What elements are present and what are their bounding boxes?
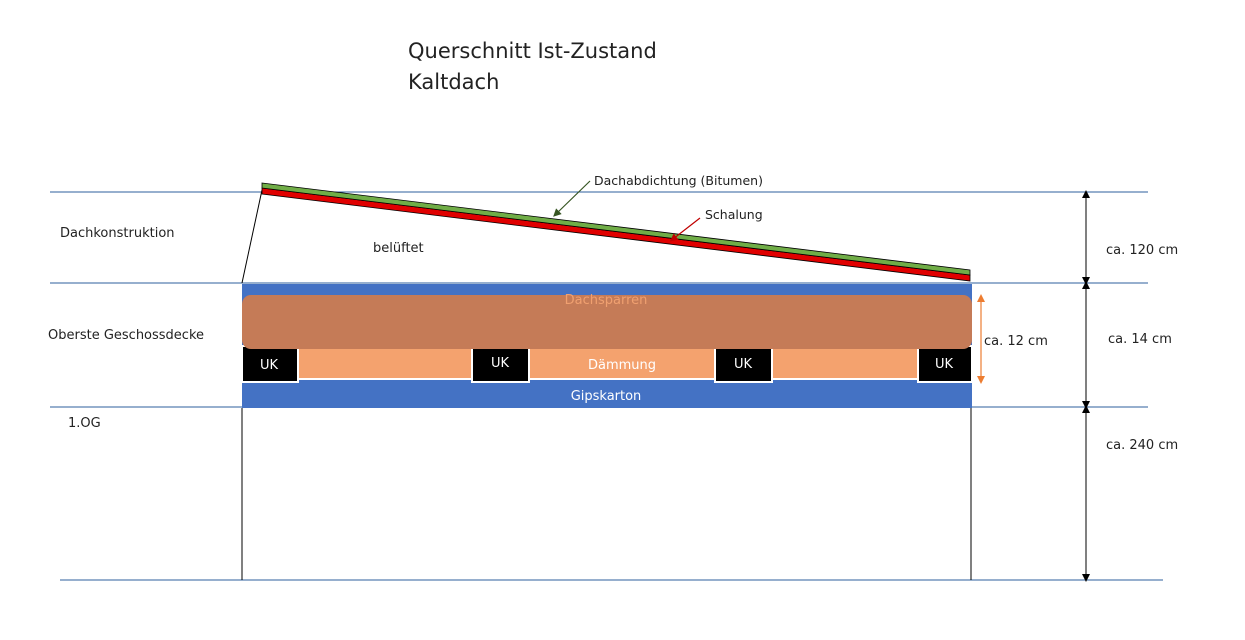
uk-block-3 [714, 345, 773, 383]
insulation-depth-label: ca. 12 cm [984, 334, 1048, 349]
roof-dimension-label: ca. 120 cm [1106, 243, 1178, 258]
ceiling-dimension-label: ca. 14 cm [1108, 332, 1172, 347]
title-line-1: Querschnitt Ist-Zustand [408, 39, 657, 63]
uk-label-4: UK [935, 357, 954, 372]
rafter-label: Dachsparren [565, 293, 648, 308]
zone-label-roof: Dachkonstruktion [60, 226, 175, 241]
uk-label-2: UK [491, 356, 510, 371]
ventilated-label: belüftet [373, 241, 424, 256]
zone-label-ceiling: Oberste Geschossdecke [48, 328, 204, 343]
uk-block-2 [471, 345, 530, 383]
zone-label-floor: 1.OG [68, 416, 101, 431]
insulation-strip-1 [297, 345, 473, 380]
uk-label-3: UK [734, 357, 753, 372]
roof-membrane [261, 182, 971, 276]
floor-dimension-label: ca. 240 cm [1106, 438, 1178, 453]
roofing-label: Dachabdichtung (Bitumen) [594, 173, 763, 188]
uk-block-4 [917, 345, 973, 383]
sheathing-callout-arrow [669, 217, 701, 242]
roof-sheathing [261, 187, 971, 282]
uk-label-1: UK [260, 358, 279, 373]
rafter-beam [242, 295, 972, 349]
insulation-strip-3 [771, 345, 919, 380]
uk-block-1 [241, 345, 299, 383]
roofing-callout-arrow [553, 180, 591, 217]
drywall-label: Gipskarton [571, 389, 642, 404]
sheathing-label: Schalung [705, 207, 763, 222]
roof-support-line [241, 189, 263, 284]
insulation-label: Dämmung [588, 358, 656, 373]
title-line-2: Kaltdach [408, 70, 499, 94]
